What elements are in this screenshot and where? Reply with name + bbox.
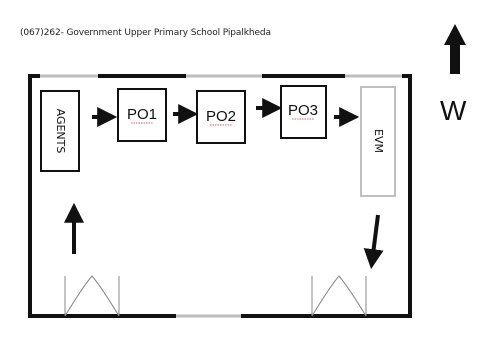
po2-label: PO2 xyxy=(206,108,236,125)
po2-box: PO2 xyxy=(196,90,246,144)
agents-box: AGENTS xyxy=(40,90,80,172)
po1-label: PO1 xyxy=(127,106,157,123)
evm-box: EVM xyxy=(360,86,396,197)
diagram-title: (067)262- Government Upper Primary Schoo… xyxy=(20,28,271,38)
arrow-exit xyxy=(363,214,384,270)
north-arrow-icon xyxy=(444,24,466,74)
po1-box: PO1 xyxy=(117,88,167,142)
exit-door-icon xyxy=(311,275,367,317)
entry-door-icon xyxy=(64,275,120,317)
po3-box: PO3 xyxy=(280,85,327,139)
windows xyxy=(40,74,402,318)
room-walls xyxy=(28,74,412,318)
agents-label: AGENTS xyxy=(54,109,67,154)
evm-label: EVM xyxy=(372,129,385,153)
compass-label: W xyxy=(440,95,467,126)
flow-arrows xyxy=(64,98,384,270)
po3-label: PO3 xyxy=(288,102,318,119)
